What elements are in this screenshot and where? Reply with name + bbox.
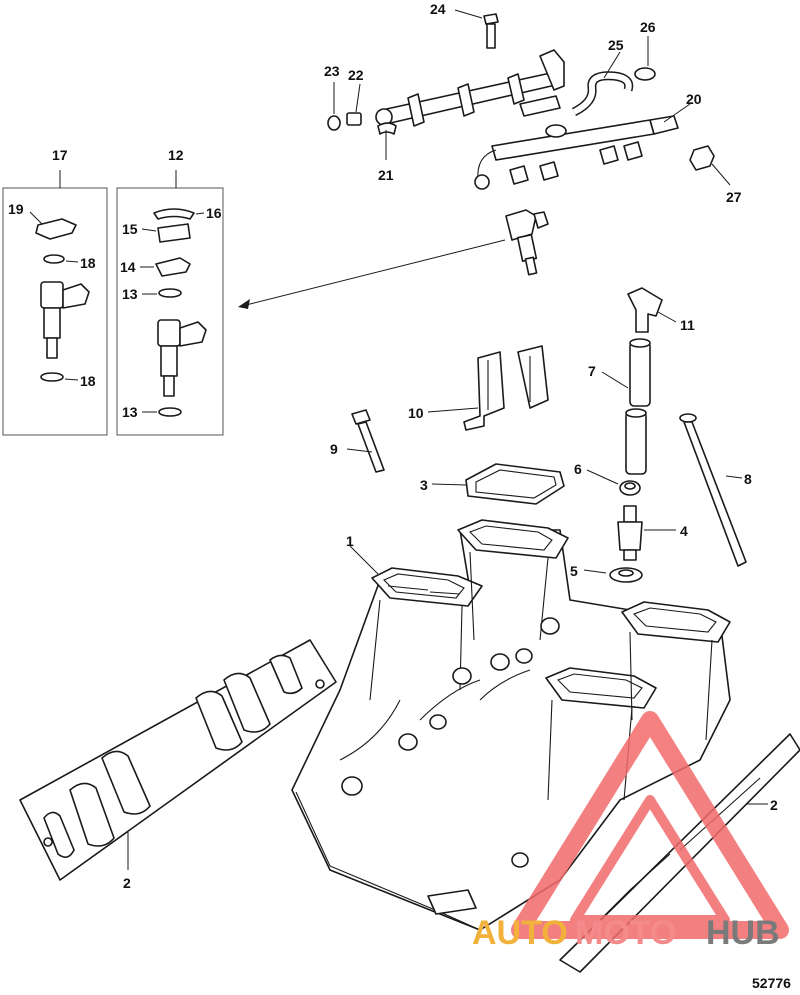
pcv-valve-4	[617, 505, 643, 561]
hose-clamp-mid	[545, 124, 567, 138]
callout-9: 9	[330, 441, 338, 457]
connector-14	[140, 257, 191, 277]
leader-lines	[127, 9, 768, 870]
watermark-auto: AUTO	[472, 914, 568, 952]
callout-19: 19	[8, 201, 24, 217]
watermark-logo	[511, 711, 789, 939]
o-ring-13-top	[142, 288, 182, 298]
callout-23: 23	[324, 63, 340, 79]
o-ring-18-top	[43, 254, 79, 264]
fuel-rail-upper	[375, 49, 565, 127]
fuel-injector-inset-17	[40, 281, 90, 359]
callout-5: 5	[570, 563, 578, 579]
clip-16	[153, 208, 205, 220]
bolt-9	[351, 409, 385, 473]
callout-13-top: 13	[122, 286, 138, 302]
callout-7: 7	[588, 363, 596, 379]
callout-17: 17	[52, 147, 68, 163]
intake-manifold-1	[291, 519, 731, 931]
inset-box-17	[2, 170, 108, 436]
callout-2-right: 2	[770, 797, 778, 813]
callout-8: 8	[744, 471, 752, 487]
callout-labels: 1 2 2 3 4 5 6 7 8 9 10 11 12 13 13 14 15…	[8, 1, 778, 891]
callout-25: 25	[608, 37, 624, 53]
watermark-moto: MOTO	[575, 914, 676, 952]
clip-21	[377, 122, 397, 135]
callout-2-left: 2	[123, 875, 131, 891]
cap-23	[327, 115, 341, 131]
callout-4: 4	[680, 523, 688, 539]
callout-18-bottom: 18	[80, 373, 96, 389]
watermark-hub: HUB	[706, 914, 780, 952]
gasket-3	[465, 463, 565, 505]
callout-22: 22	[348, 67, 364, 83]
bolt-8	[679, 413, 747, 567]
valve-22	[346, 112, 362, 126]
hose-clamp-26	[634, 67, 656, 81]
retainer-15	[141, 223, 191, 243]
o-ring-18-bottom	[40, 372, 79, 382]
callout-14: 14	[120, 259, 136, 275]
bracket-10	[463, 345, 549, 431]
callout-20: 20	[686, 91, 702, 107]
fuel-rail-lower	[474, 115, 679, 190]
grommet-5	[609, 567, 643, 583]
fuel-injector-inset-12	[157, 319, 207, 397]
document-number: 52776	[752, 975, 791, 991]
intake-gasket-left	[19, 639, 337, 881]
fuel-hose-25	[571, 71, 634, 117]
callout-16: 16	[206, 205, 222, 221]
grommet-6	[619, 480, 641, 496]
watermark-text: AUTO MOTO HUB	[472, 914, 780, 952]
connector-clip-19	[29, 211, 77, 240]
inset-box-12	[116, 170, 224, 436]
callout-12: 12	[168, 147, 184, 163]
callout-18-top: 18	[80, 255, 96, 271]
bolt-24	[483, 13, 499, 49]
callout-3: 3	[420, 477, 428, 493]
callout-21: 21	[378, 167, 394, 183]
callout-24: 24	[430, 1, 446, 17]
cap-27	[689, 145, 715, 171]
o-ring-13-bottom	[142, 407, 182, 417]
callout-10: 10	[408, 405, 424, 421]
callout-26: 26	[640, 19, 656, 35]
callout-15: 15	[122, 221, 138, 237]
reference-arrow	[238, 239, 506, 309]
elbow-fitting-11	[627, 287, 663, 333]
callout-1: 1	[346, 533, 354, 549]
fuel-injector-main	[505, 209, 549, 276]
hose-7	[629, 338, 651, 407]
callout-13-bottom: 13	[122, 404, 138, 420]
callout-6: 6	[574, 461, 582, 477]
callout-11: 11	[680, 317, 695, 333]
callout-27: 27	[726, 189, 742, 205]
hose-lower	[625, 408, 647, 475]
